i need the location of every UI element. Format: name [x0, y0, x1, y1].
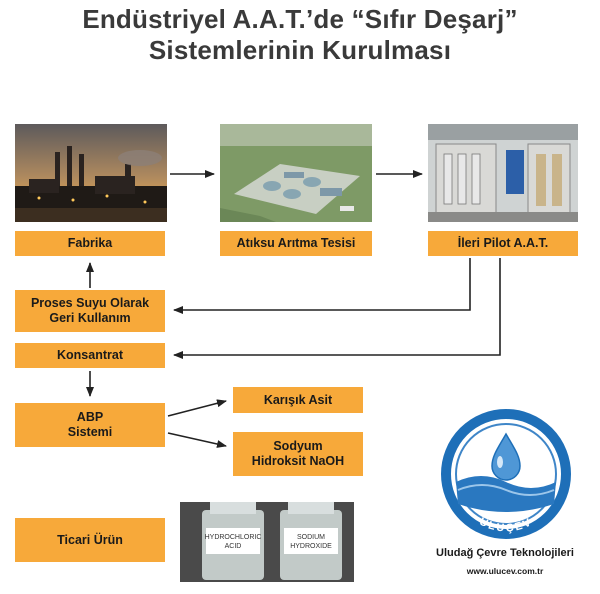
pilot-plant-photo	[428, 124, 578, 222]
node-abp-sistemi: ABP Sistemi	[15, 403, 165, 447]
ulucev-logo: ULUÇEV	[441, 409, 571, 539]
node-konsantrat-label: Konsantrat	[57, 348, 123, 362]
node-atiksu-label: Atıksu Arıtma Tesisi	[236, 236, 356, 250]
arrow-pilot-to-konsantrat	[173, 258, 501, 359]
node-abp-line-2: Sistemi	[67, 425, 113, 439]
arrow-abp-to-sodyum	[167, 432, 227, 448]
node-ticari-label: Ticari Ürün	[57, 532, 123, 547]
title-line-2: Sistemlerinin Kurulması	[148, 35, 452, 65]
node-karisik-asit: Karışık Asit	[233, 387, 363, 413]
node-sodyum-hidroksit: Sodyum Hidroksit NaOH	[233, 432, 363, 476]
company-name: Uludağ Çevre Teknolojileri	[436, 547, 574, 559]
node-ticari-urun: Ticari Ürün	[15, 518, 165, 562]
node-proses-line-2: Geri Kullanım	[49, 311, 131, 325]
logo-arc-text: ULUÇEV	[477, 516, 534, 535]
node-konsantrat: Konsantrat	[15, 343, 165, 368]
page-title: Endüstriyel A.A.T.’de “Sıfır Deşarj” Sis…	[0, 4, 600, 66]
left-bottle-label-line-2: ACID	[225, 543, 242, 550]
node-sodyum-line-1: Sodyum	[273, 439, 323, 453]
node-atiksu-aritma-tesisi: Atıksu Arıtma Tesisi	[220, 231, 372, 256]
arrow-pilot-to-proses	[173, 258, 471, 314]
factory-photo	[15, 124, 167, 222]
company-url: www.ulucev.com.tr	[466, 566, 544, 576]
node-ileri-pilot: İleri Pilot A.A.T.	[428, 231, 578, 256]
right-bottle-label-line-1: SODIUM	[297, 534, 325, 541]
right-bottle-label-line-2: HYDROXIDE	[290, 543, 332, 550]
node-fabrika-label: Fabrika	[67, 236, 113, 250]
treatment-plant-photo	[220, 124, 372, 222]
node-sodyum-line-2: Hidroksit NaOH	[251, 454, 345, 468]
node-proses-line-1: Proses Suyu Olarak	[30, 296, 150, 310]
node-proses-suyu: Proses Suyu Olarak Geri Kullanım	[15, 290, 165, 332]
left-bottle-label-line-1: HYDROCHLORIC	[205, 534, 262, 541]
chemical-bottles-photo: HYDROCHLORIC ACID SODIUM HYDROXIDE	[180, 502, 354, 582]
node-fabrika: Fabrika	[15, 231, 165, 256]
node-pilot-label: İleri Pilot A.A.T.	[457, 236, 549, 250]
node-abp-line-1: ABP	[76, 410, 104, 424]
arrow-abp-to-karisik	[167, 399, 227, 417]
node-karisik-label: Karışık Asit	[263, 392, 333, 407]
title-line-1: Endüstriyel A.A.T.’de “Sıfır Deşarj”	[82, 4, 518, 34]
